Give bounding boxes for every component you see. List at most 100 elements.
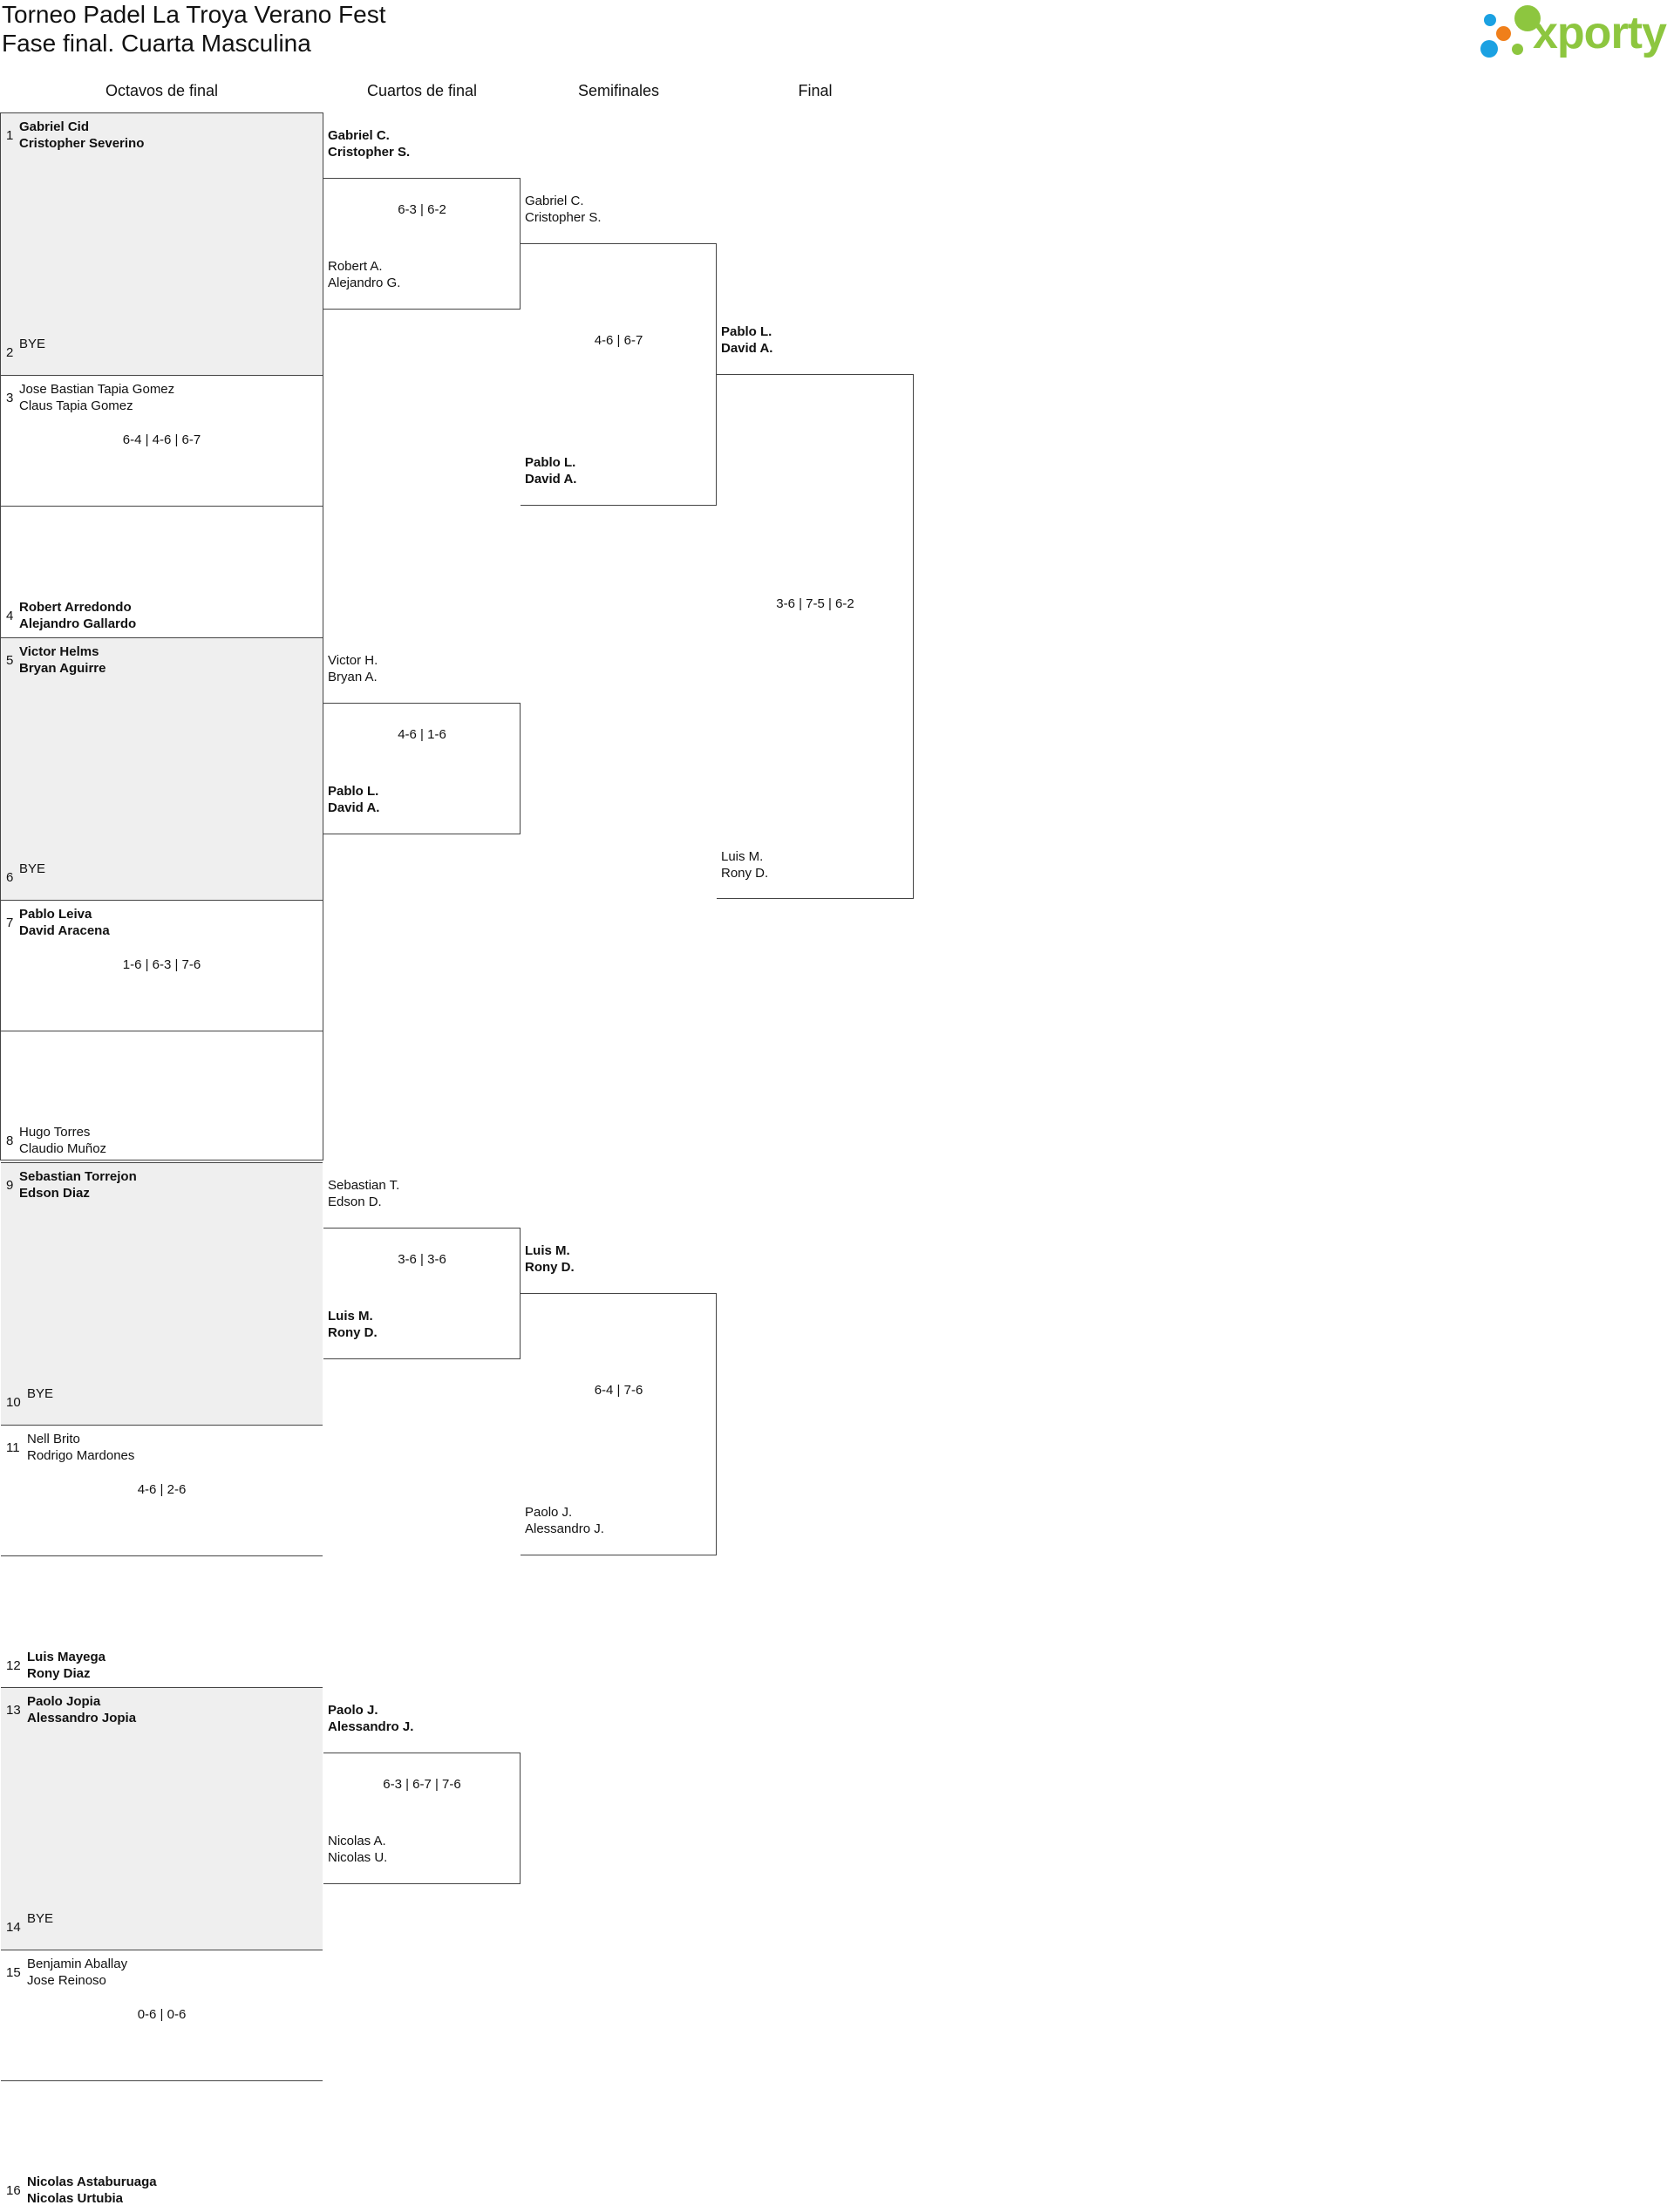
player-name: Nicolas Astaburuaga	[27, 2175, 157, 2189]
player-name: Edson D.	[328, 1194, 382, 1209]
player-name: Gabriel C.	[525, 194, 584, 208]
seed-number: 4	[6, 609, 14, 623]
team-label[interactable]: Pablo L.David A.	[525, 454, 576, 487]
seed-number: 15	[6, 1965, 21, 1980]
player-name: Rony D.	[328, 1325, 378, 1340]
team-label[interactable]: Paolo J.Alessandro J.	[328, 1702, 413, 1735]
player-name: Paolo J.	[328, 1703, 378, 1718]
player-name: Sebastian T.	[328, 1178, 400, 1193]
match-score: 6-4 | 4-6 | 6-7	[122, 432, 201, 447]
seed-number: 12	[6, 1658, 21, 1673]
team-label[interactable]: Robert A.Alejandro G.	[328, 258, 400, 291]
team-label[interactable]: Gabriel C. Cristopher S.	[525, 193, 602, 226]
tournament-title: Torneo Padel La Troya Verano Fest	[2, 1, 386, 28]
seed-number: 11	[6, 1440, 20, 1455]
player-name: Rony D.	[525, 1260, 575, 1275]
player-name: Sebastian Torrejon	[19, 1169, 137, 1184]
seed-number: 8	[6, 1133, 14, 1148]
team-names: BYE	[19, 861, 45, 877]
player-name: Luis M.	[328, 1309, 373, 1324]
team-label[interactable]: Nicolas A.Nicolas U.	[328, 1833, 387, 1866]
team-label[interactable]: Gabriel C.Cristopher S.	[328, 127, 410, 160]
team-label[interactable]: Pablo L.David A.	[328, 783, 379, 816]
player-name: Cristopher S.	[525, 210, 602, 225]
logo-dot-blue-icon	[1484, 14, 1496, 26]
seed-number: 3	[6, 391, 14, 405]
match-connector	[323, 703, 521, 834]
player-name: BYE	[19, 337, 46, 351]
player-name: David A.	[328, 800, 380, 815]
team-label[interactable]: Luis M.Rony D.	[721, 848, 768, 881]
player-name: Rony D.	[721, 866, 769, 881]
player-name: David A.	[721, 341, 773, 356]
match-connector	[323, 178, 521, 310]
player-name: Cristopher Severino	[19, 136, 145, 151]
player-name: Cristopher S.	[328, 145, 411, 160]
final-score: 3-6 | 7-5 | 6-2	[776, 596, 854, 611]
match-connector	[521, 243, 717, 506]
seed-number: 16	[6, 2183, 21, 2198]
player-name: Pablo L.	[328, 784, 379, 799]
match-score: 4-6 | 2-6	[137, 1482, 187, 1497]
match-score: 3-6 | 3-6	[398, 1252, 446, 1267]
logo-dot-orange-icon	[1496, 26, 1511, 41]
team-label[interactable]: Luis M. Rony D.	[525, 1242, 575, 1276]
player-name: Pablo Leiva	[19, 907, 92, 922]
team-label[interactable]: Paolo J.Alessandro J.	[525, 1504, 604, 1537]
player-name: Robert A.	[328, 259, 383, 274]
player-name: Gabriel Cid	[19, 119, 90, 134]
player-name: Bryan A.	[328, 670, 378, 684]
match-score: 6-4 | 7-6	[594, 1383, 643, 1398]
player-name: Alessandro J.	[328, 1719, 414, 1734]
player-name: Alejandro Gallardo	[19, 616, 137, 631]
player-name: BYE	[27, 1386, 54, 1401]
team-names: BYE	[19, 336, 45, 352]
match-score: 6-3 | 6-7 | 7-6	[383, 1777, 461, 1792]
player-name: Claus Tapia Gomez	[19, 398, 133, 413]
round-header-octavos: Octavos de final	[105, 82, 219, 99]
player-name: Paolo J.	[525, 1505, 573, 1520]
player-name: Alessandro Jopia	[27, 1711, 137, 1725]
match-score: 6-3 | 6-2	[398, 202, 446, 217]
match-score: 4-6 | 1-6	[398, 727, 446, 742]
player-name: Pablo L.	[721, 324, 772, 339]
player-name: Pablo L.	[525, 455, 576, 470]
xporty-logo[interactable]: xporty	[1473, 2, 1674, 65]
team-label[interactable]: Victor H.Bryan A.	[328, 652, 378, 685]
player-name: Rodrigo Mardones	[27, 1448, 135, 1463]
team-label[interactable]: Luis M.Rony D.	[328, 1308, 378, 1341]
player-name: Nell Brito	[27, 1432, 80, 1446]
player-name: Robert Arredondo	[19, 600, 132, 615]
logo-dot-green-small-icon	[1512, 44, 1523, 55]
player-name: Luis M.	[525, 1243, 570, 1258]
player-name: Bryan Aguirre	[19, 661, 106, 676]
phase-subtitle: Fase final. Cuarta Masculina	[2, 30, 311, 57]
player-name: Nicolas A.	[328, 1834, 386, 1848]
player-name: Paolo Jopia	[27, 1694, 101, 1709]
seed-number: 7	[6, 915, 14, 930]
seed-number: 5	[6, 653, 14, 668]
player-name: Edson Diaz	[19, 1186, 90, 1201]
team-label[interactable]: Pablo L. David A.	[721, 323, 772, 357]
team-label[interactable]: Sebastian T.Edson D.	[328, 1177, 399, 1210]
seed-number: 1	[6, 128, 14, 143]
